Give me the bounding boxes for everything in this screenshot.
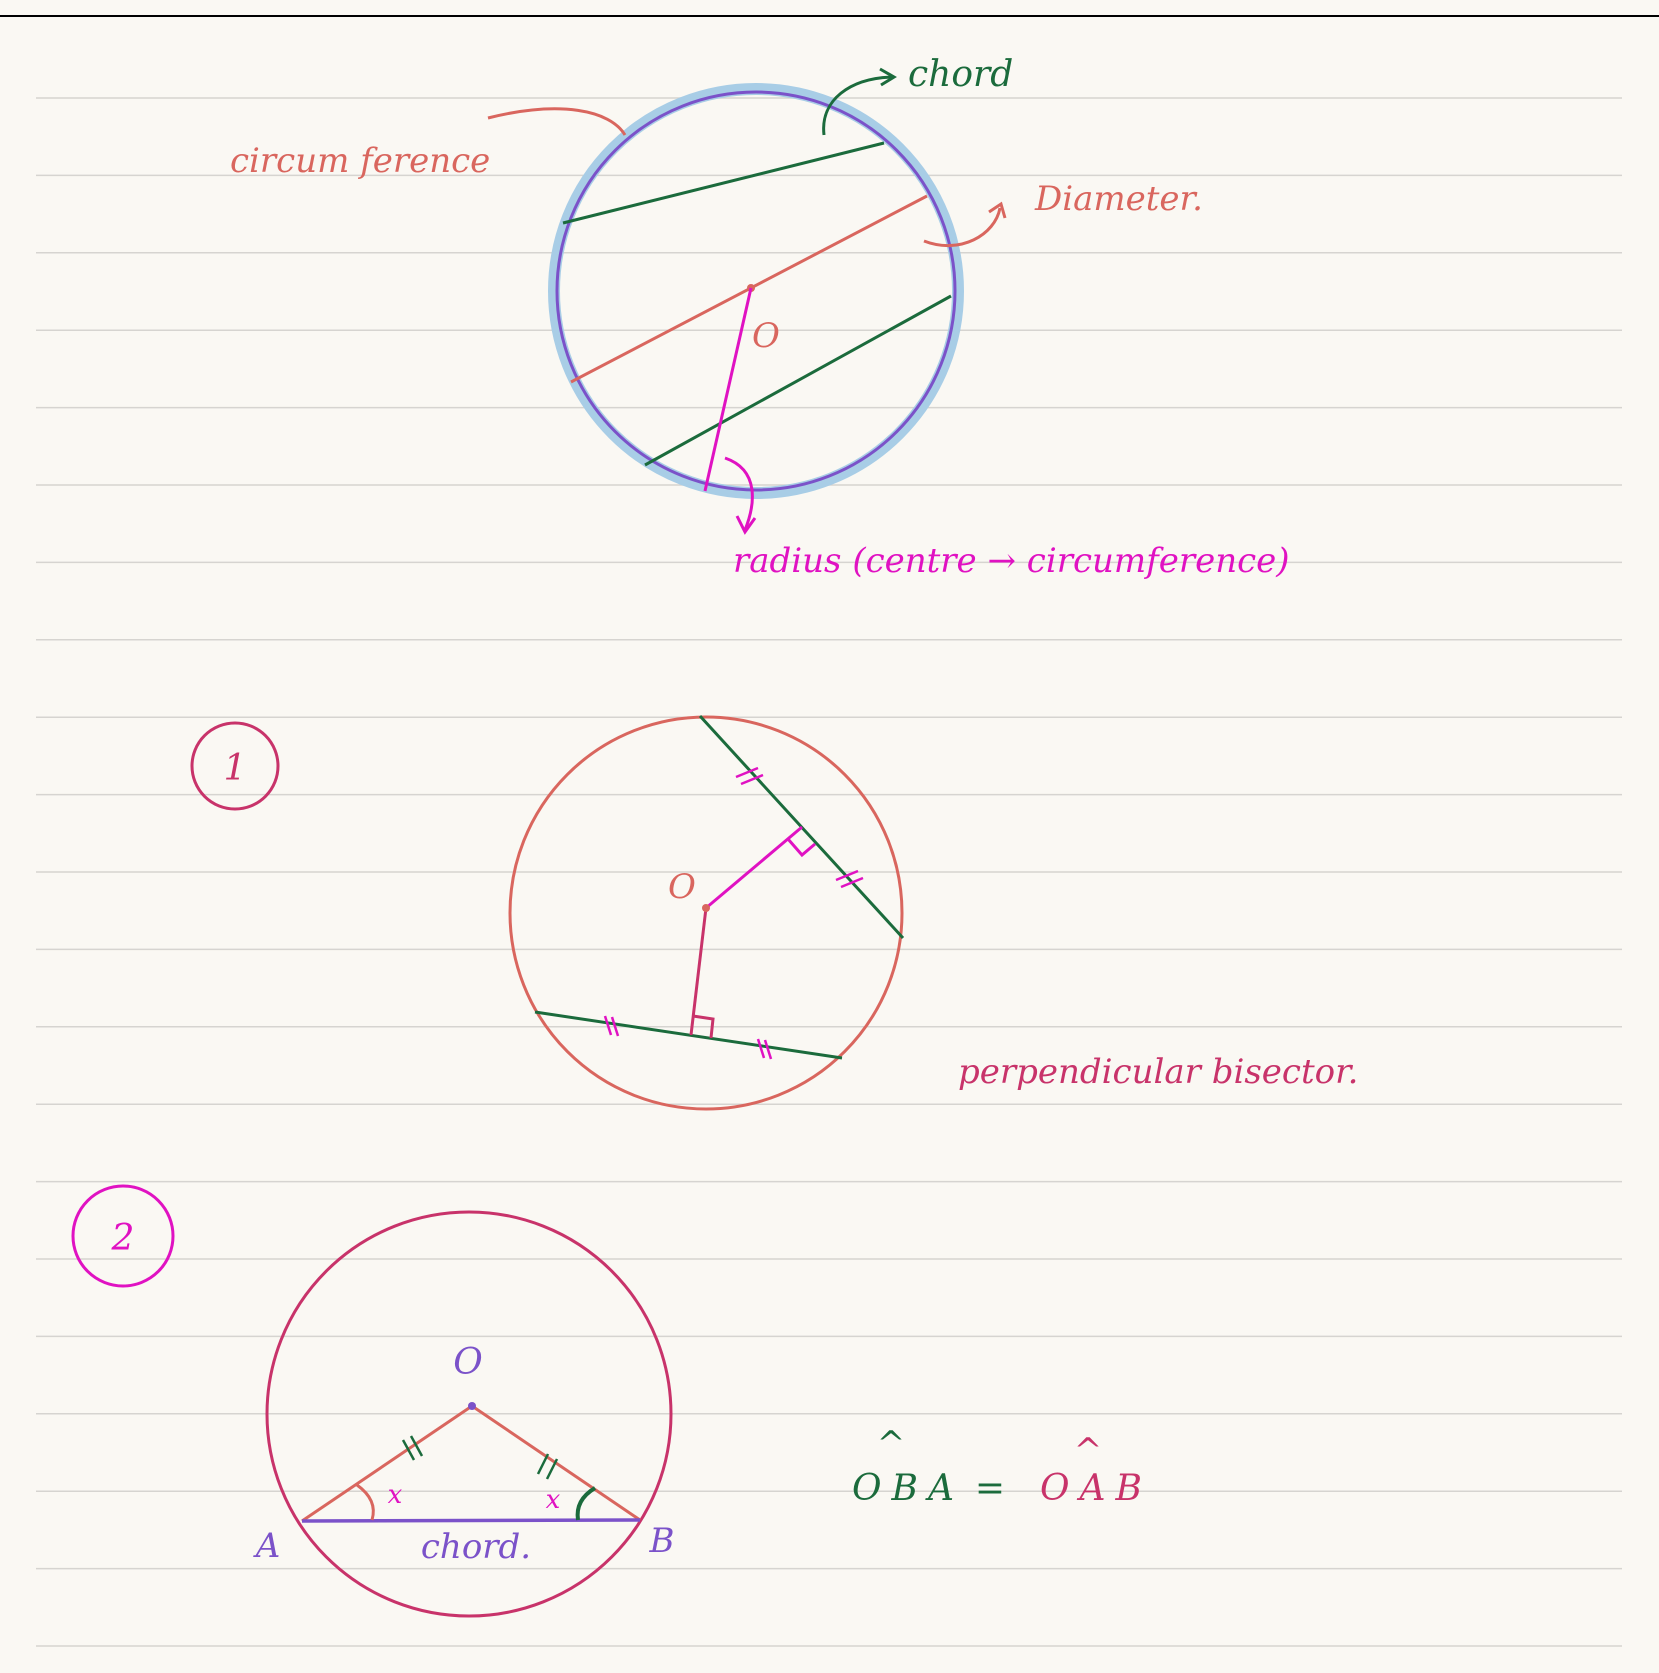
theorem-1-caption: perpendicular bisector. — [958, 1052, 1358, 1092]
diameter-arrowhead — [988, 201, 1007, 219]
theorem-2-point-a-label: A — [253, 1526, 281, 1566]
theorem-2-angle-b-label: x — [546, 1485, 561, 1515]
theorem-2-angle-arc-b — [575, 1486, 597, 1521]
chord-line-upper — [562, 141, 885, 225]
theorem-1-number: 1 — [224, 748, 247, 789]
theorem-1-circle — [508, 715, 904, 1111]
theorem-2-tick-marks — [401, 1435, 559, 1480]
circle-parts-diagram: chord circum ference Diameter. O radius … — [230, 54, 1290, 581]
diameter-label: Diameter. — [1034, 179, 1203, 219]
circumference-highlight — [548, 83, 964, 499]
theorem-1-centre-label: O — [668, 867, 696, 907]
equation-right-hat: ^ — [1074, 1431, 1103, 1471]
theorem-1-perpendicular-bottom — [689, 907, 708, 1036]
centre-label-top: O — [752, 316, 780, 356]
theorem-1-tick-marks-bottom — [603, 1015, 773, 1060]
circumference-arrow — [487, 107, 627, 136]
radius-line — [703, 287, 753, 492]
theorem-2-badge — [71, 1184, 175, 1288]
circumference-label: circum ference — [230, 141, 490, 181]
radius-arrow — [724, 456, 754, 531]
chord-label: chord — [908, 54, 1013, 95]
chord-arrow — [822, 75, 894, 136]
theorem-2-radius-oa — [301, 1404, 473, 1523]
radius-arrowhead — [735, 515, 757, 535]
chord-arrowhead — [879, 67, 897, 87]
theorem-2-point-b-label: B — [649, 1521, 675, 1561]
equation-right: OAB — [1040, 1468, 1152, 1509]
chord-line-lower — [644, 294, 952, 467]
theorem-1-right-angle-bottom — [692, 1014, 715, 1039]
theorem-2-chord-ab — [301, 1518, 641, 1523]
theorem-2-centre-label: O — [453, 1342, 483, 1383]
theorem-1-perpendicular-right — [705, 825, 803, 910]
theorem-1-right-angle-right — [786, 838, 816, 858]
diameter-arrow — [923, 207, 1002, 247]
theorem-2-centre-point — [468, 1402, 476, 1410]
theorem-2-circle — [265, 1210, 673, 1618]
ruled-lines — [36, 97, 1622, 1647]
theorem-1-tick-marks-right — [735, 766, 864, 889]
radius-label: radius (centre → circumference) — [733, 541, 1290, 581]
theorem-2-number: 2 — [111, 1218, 135, 1259]
theorem-2-angle-a-label: x — [388, 1480, 403, 1510]
equation-left: OBA — [852, 1468, 964, 1509]
theorem-2-angle-arc-a — [356, 1483, 375, 1521]
theorem-1-chord-bottom — [534, 1010, 843, 1060]
theorem-2-chord-label: chord. — [421, 1527, 531, 1567]
theorem-1-diagram: 1 O perpendicular bisector. — [190, 714, 1358, 1111]
theorem-1-badge — [190, 721, 280, 811]
theorem-1-centre-point — [702, 904, 710, 912]
equation-left-hat: ^ — [877, 1424, 906, 1464]
equation-equals: = — [975, 1468, 1005, 1509]
theorem-2-diagram: 2 O A B x x chord. OBA ^ = OAB ^ — [71, 1184, 1152, 1618]
circle-outline — [555, 90, 957, 492]
